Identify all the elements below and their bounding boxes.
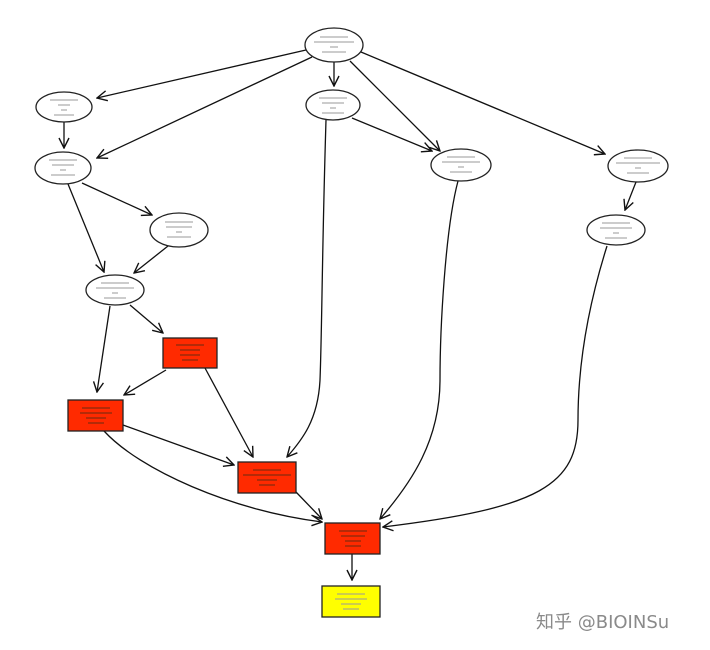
edge-arrow xyxy=(124,369,167,395)
edge-arrow xyxy=(625,181,637,210)
edge-arrow xyxy=(134,245,169,273)
ellipse-node xyxy=(149,212,209,248)
yellow-box-node xyxy=(321,585,381,618)
edge-arrow xyxy=(349,60,440,151)
edge-arrow xyxy=(204,367,253,457)
ellipse-node xyxy=(35,91,93,123)
watermark: 知乎 @BIOINSu xyxy=(536,612,670,633)
ellipse-node xyxy=(430,148,492,182)
ellipse-node xyxy=(304,27,364,63)
ellipse-node xyxy=(607,149,669,183)
edges xyxy=(64,49,637,580)
edge-arrow xyxy=(103,430,322,522)
edge-arrow xyxy=(81,182,152,215)
edge-arrow xyxy=(287,119,327,457)
edge-arrow xyxy=(380,180,459,519)
ellipse-nodes xyxy=(34,27,669,306)
ellipse-node xyxy=(305,89,361,121)
red-box-node xyxy=(324,522,381,555)
edge-arrow xyxy=(295,491,322,519)
ellipse-node xyxy=(34,151,92,185)
red-box-node xyxy=(237,461,297,494)
ellipse-node xyxy=(586,214,646,246)
ellipse-node xyxy=(85,274,145,306)
edge-arrow xyxy=(97,305,111,392)
edge-arrow xyxy=(67,183,104,272)
edge-arrow xyxy=(351,117,432,151)
edge-arrow xyxy=(129,304,163,333)
edge-arrow xyxy=(122,424,234,465)
edge-arrow xyxy=(97,56,313,158)
red-box-node xyxy=(67,399,124,432)
red-box-node xyxy=(162,337,218,369)
edge-arrow xyxy=(360,51,605,154)
edge-arrow xyxy=(383,245,608,527)
edge-arrow xyxy=(97,49,307,98)
rect-nodes xyxy=(67,337,381,618)
